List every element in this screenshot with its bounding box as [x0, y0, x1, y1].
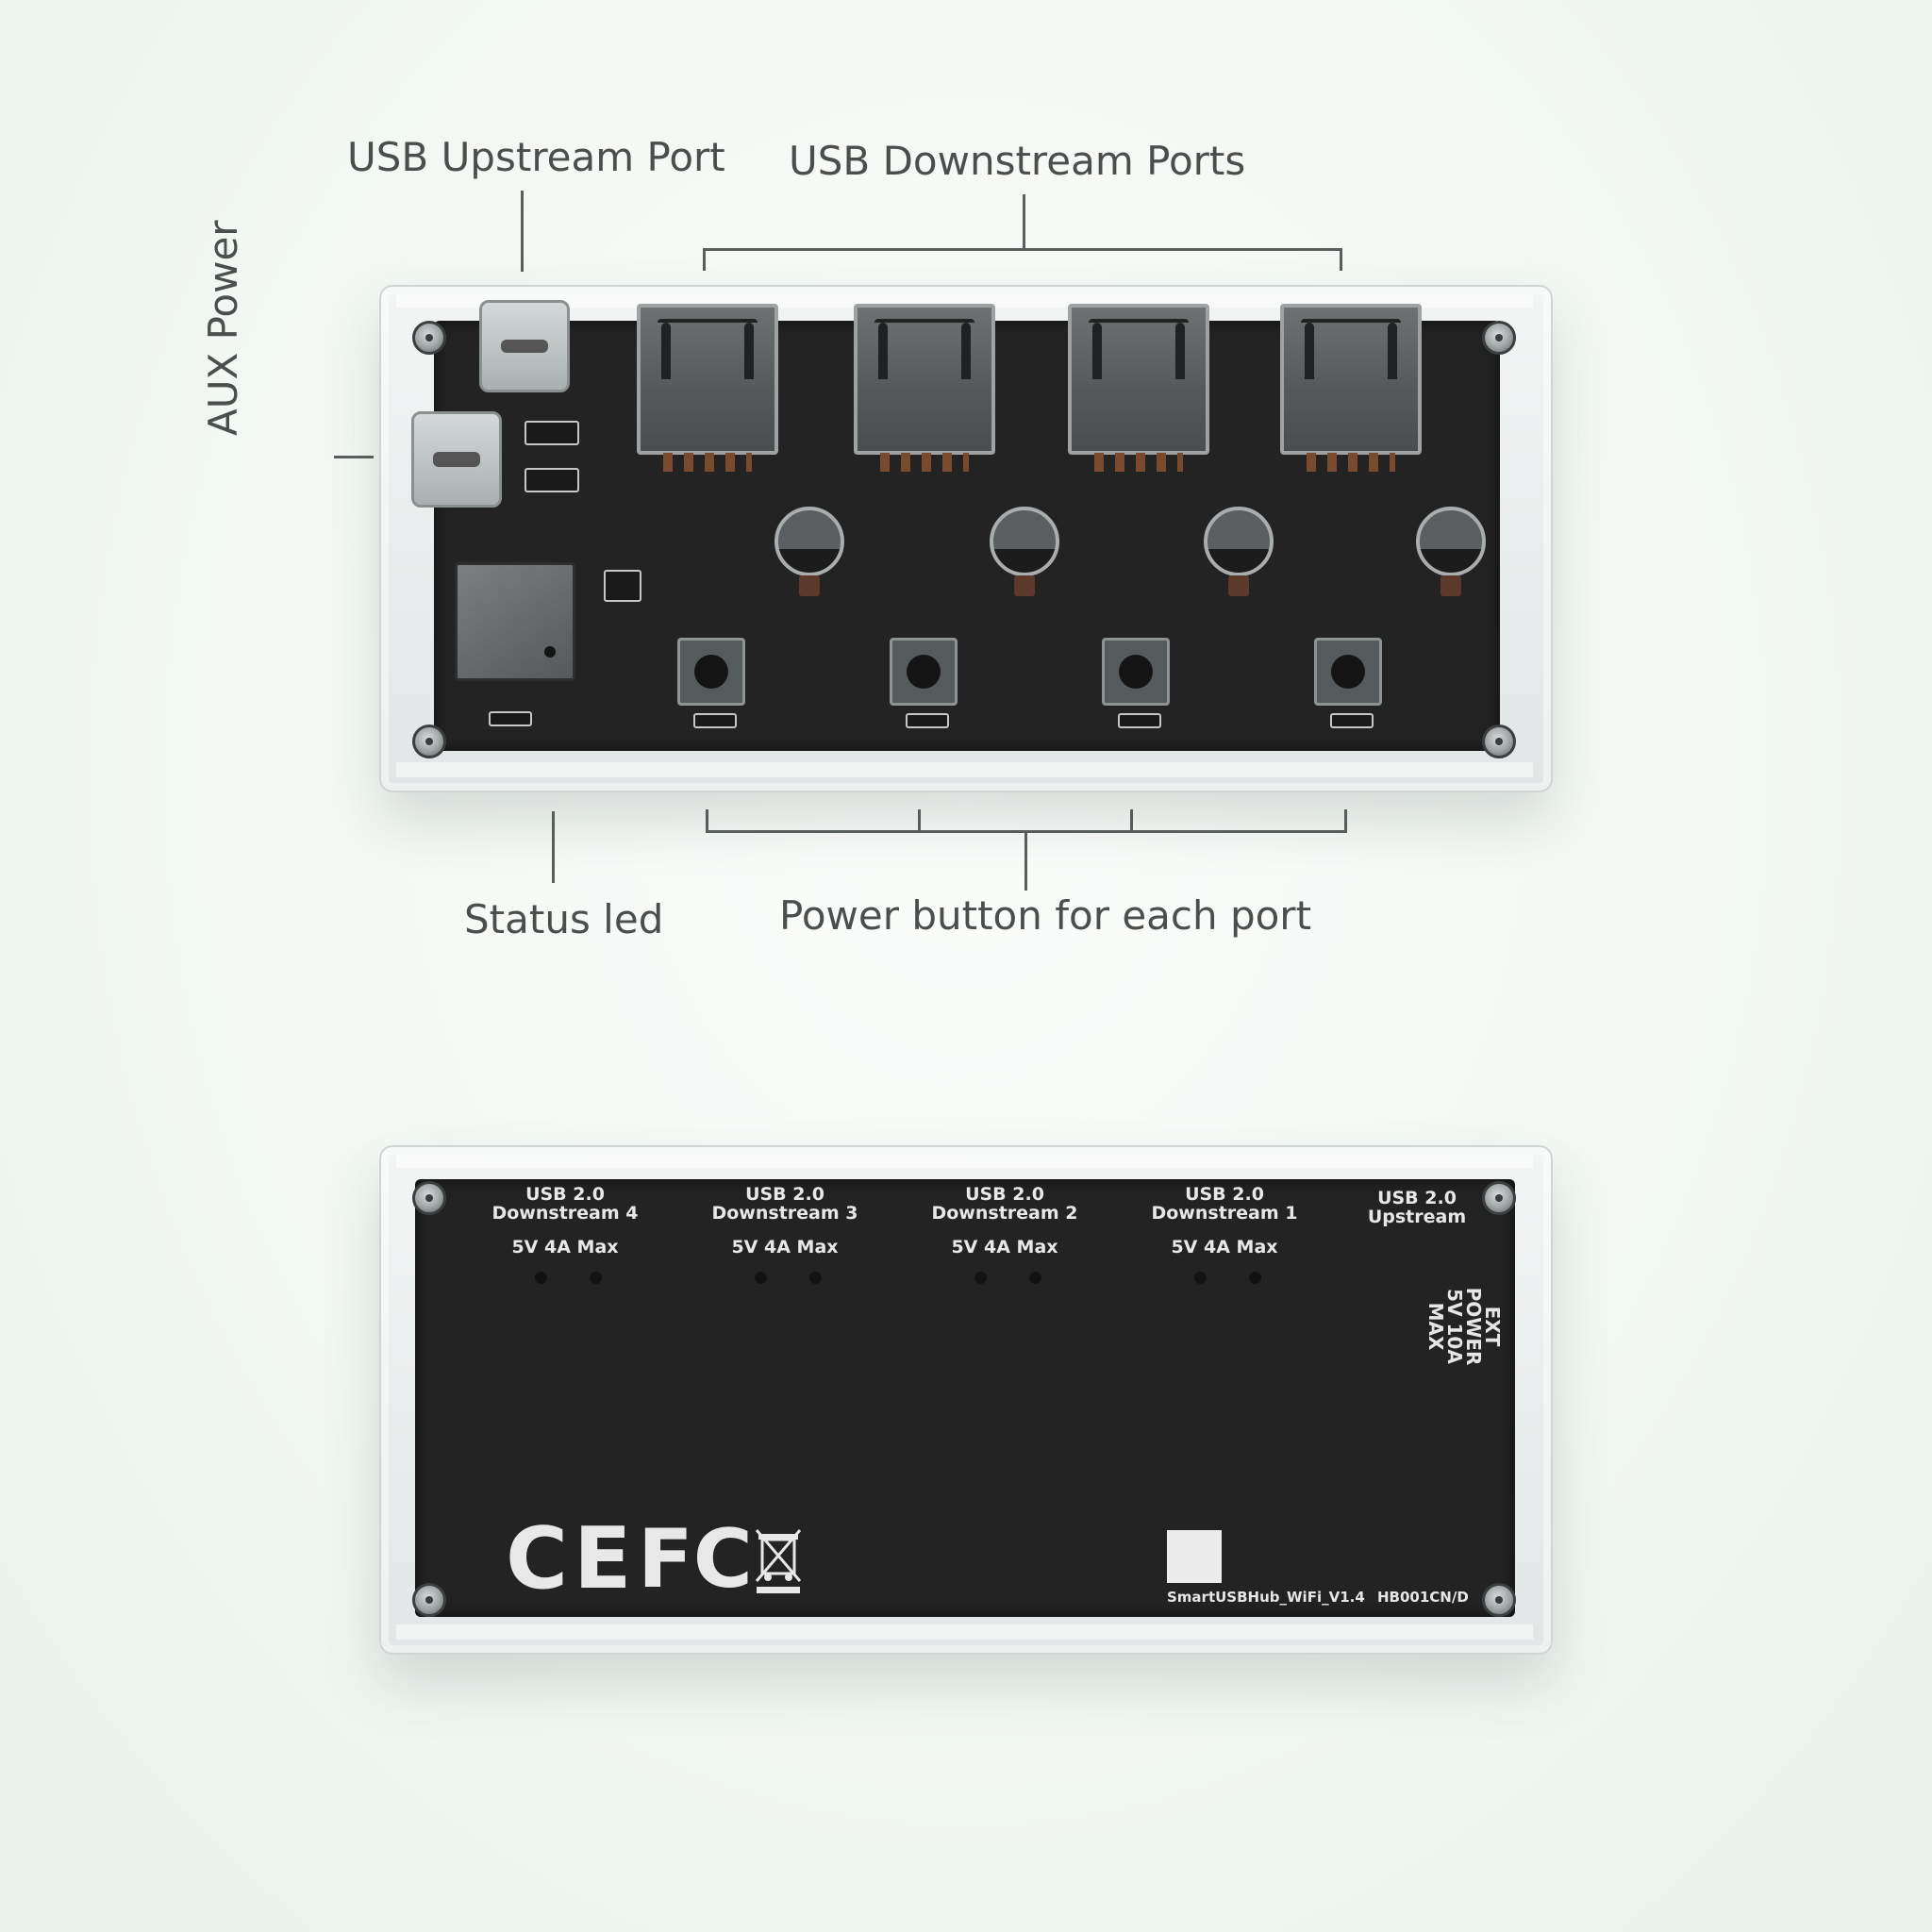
leader-usb-downstream-left — [703, 248, 706, 271]
weee-bin-icon — [755, 1529, 802, 1593]
screw-b-top-left — [412, 1181, 446, 1215]
wifi-module — [455, 562, 575, 681]
capacitor-2 — [990, 507, 1059, 576]
leader-status-led — [552, 811, 555, 883]
button-led-3 — [1118, 713, 1161, 728]
screw-bottom-right — [1482, 724, 1516, 758]
power-button-port-4 — [1314, 638, 1382, 706]
usb-downstream-port-3 — [1068, 304, 1209, 472]
screw-top-right — [1482, 321, 1516, 355]
leader-usb-upstream — [521, 191, 524, 272]
capacitor-3 — [1204, 507, 1274, 576]
leader-power-button-t3 — [1130, 809, 1133, 833]
via-2b — [1029, 1272, 1041, 1284]
ext-power-label: EXT POWER 5V 10A MAX — [1424, 1287, 1504, 1366]
screw-b-bottom-left — [412, 1583, 446, 1617]
usb-downstream-port-2 — [854, 304, 995, 472]
screw-bottom-left — [412, 724, 446, 758]
cap-pad-3 — [1228, 575, 1249, 596]
leader-aux-power — [334, 456, 374, 458]
smd-b — [525, 468, 579, 492]
callout-power-button: Power button for each port — [779, 892, 1312, 939]
status-led — [489, 711, 532, 726]
leader-power-button-stem — [1024, 832, 1027, 891]
via-3b — [809, 1272, 822, 1284]
button-led-2 — [906, 713, 949, 728]
capacitor-1 — [774, 507, 844, 576]
leader-usb-downstream-stem — [1023, 194, 1025, 249]
usb-downstream-port-1 — [637, 304, 778, 472]
usb-upstream-port — [479, 300, 570, 392]
callout-usb-downstream: USB Downstream Ports — [789, 138, 1246, 184]
leader-usb-downstream-bar — [703, 248, 1342, 251]
callout-status-led: Status led — [464, 896, 664, 942]
leader-power-button-t1 — [706, 809, 708, 833]
via-2a — [974, 1272, 987, 1284]
power-button-port-1 — [677, 638, 745, 706]
ce-mark: CE — [506, 1509, 638, 1608]
via-4a — [535, 1272, 547, 1284]
aux-power-port — [411, 411, 502, 508]
screw-b-bottom-right — [1482, 1583, 1516, 1617]
screw-top-left — [412, 321, 446, 355]
smd-a — [525, 421, 579, 445]
power-button-port-2 — [890, 638, 958, 706]
fc-mark: FC — [638, 1512, 753, 1607]
case-bottom-rail — [396, 762, 1533, 777]
leader-power-button-t4 — [1344, 809, 1347, 833]
cap-pad-2 — [1014, 575, 1035, 596]
cap-pad-4 — [1441, 575, 1461, 596]
via-1a — [1194, 1272, 1207, 1284]
leader-usb-downstream-right — [1340, 248, 1342, 271]
button-led-4 — [1330, 713, 1374, 728]
leader-power-button-bar — [706, 830, 1347, 833]
power-button-port-3 — [1102, 638, 1170, 706]
callout-aux-power: AUX Power — [200, 220, 246, 436]
cap-pad-1 — [799, 575, 820, 596]
capacitor-4 — [1416, 507, 1486, 576]
case-bottom-bottom-rail — [396, 1624, 1533, 1640]
via-3a — [755, 1272, 767, 1284]
via-4b — [590, 1272, 602, 1284]
model-number: HB001CN/D — [1377, 1589, 1469, 1606]
screw-b-top-right — [1482, 1181, 1516, 1215]
button-led-1 — [693, 713, 737, 728]
marker-square — [1167, 1530, 1222, 1583]
leader-power-button-t2 — [918, 809, 921, 833]
usb-downstream-port-4 — [1280, 304, 1422, 472]
smd-c — [604, 570, 641, 602]
case-bottom-top-rail — [396, 1155, 1533, 1168]
callout-usb-upstream: USB Upstream Port — [347, 134, 725, 180]
board-name: SmartUSBHub_WiFi_V1.4 — [1167, 1589, 1365, 1606]
via-1b — [1249, 1272, 1261, 1284]
pcb-bottom — [415, 1179, 1515, 1617]
